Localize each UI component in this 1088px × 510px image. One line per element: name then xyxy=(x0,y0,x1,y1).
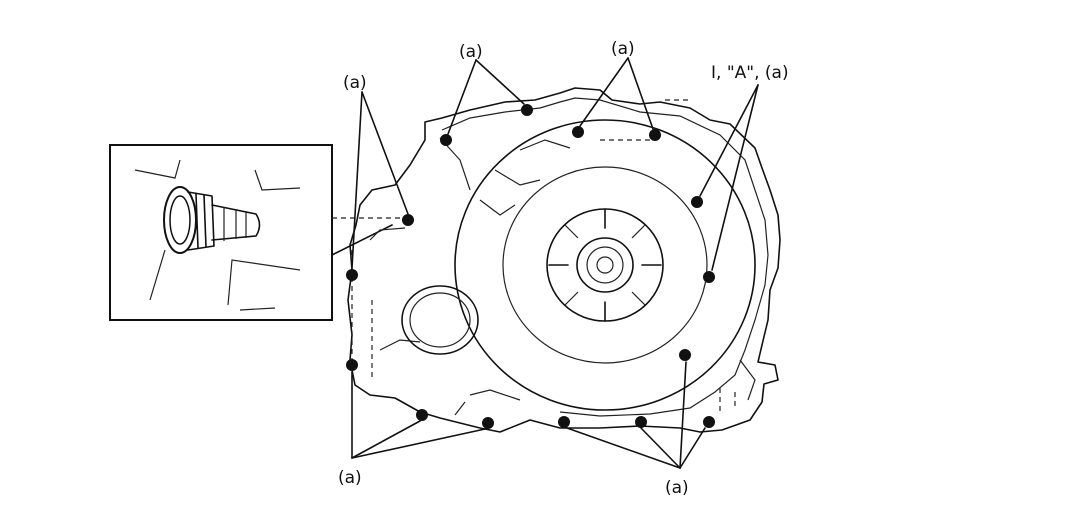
bolt xyxy=(572,126,584,138)
callout-a-top-center: (a) xyxy=(459,42,483,62)
bolt xyxy=(402,214,414,226)
bolt xyxy=(416,409,428,421)
callout-a-top-left: (a) xyxy=(343,73,367,93)
bolt xyxy=(346,269,358,281)
bolts xyxy=(346,104,715,429)
bolt xyxy=(440,134,452,146)
bolt xyxy=(691,196,703,208)
bolt xyxy=(558,416,570,428)
bolt xyxy=(679,349,691,361)
bolt xyxy=(649,129,661,141)
bolt xyxy=(346,359,358,371)
callout-i-a-a: I, "A", (a) xyxy=(711,63,789,83)
leader-lines xyxy=(351,57,759,469)
callout-a-bottom-left: (a) xyxy=(338,468,362,488)
bell-housing xyxy=(454,119,756,411)
bolt xyxy=(482,417,494,429)
bolt xyxy=(521,104,533,116)
oil-port xyxy=(401,285,479,355)
callout-a-bottom-right: (a) xyxy=(665,478,689,498)
inset-leader xyxy=(331,217,400,256)
bolt xyxy=(703,416,715,428)
bolt xyxy=(635,416,647,428)
callout-a-top-right: (a) xyxy=(611,39,635,59)
bolt-detail-inset xyxy=(109,144,333,321)
bolt xyxy=(703,271,715,283)
